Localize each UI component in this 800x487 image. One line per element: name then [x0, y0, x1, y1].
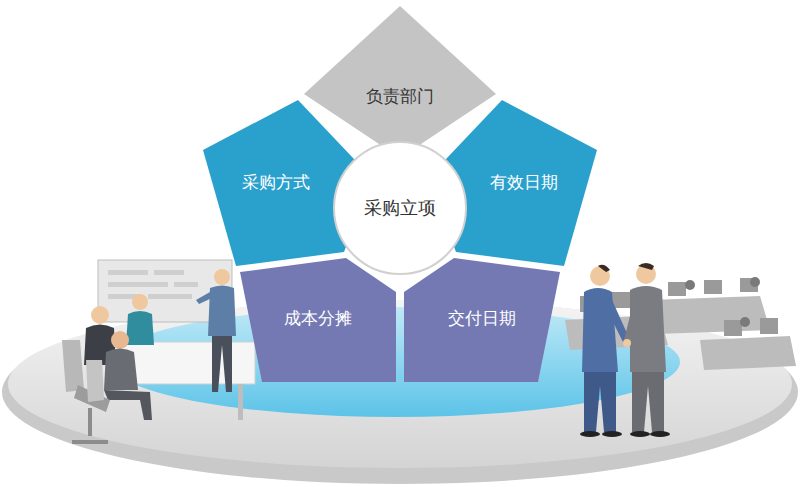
segment-fill — [304, 6, 496, 158]
segment-outline — [304, 6, 496, 158]
center-circle: 采购立项 — [332, 140, 468, 276]
purple-segment: 成本分摊 — [240, 258, 396, 382]
grey-segment: 负责部门 — [304, 6, 496, 158]
purple-segment: 交付日期 — [404, 258, 560, 382]
segment-label: 采购方式 — [242, 172, 310, 192]
segment-label: 成本分摊 — [284, 308, 352, 328]
segment-fill — [428, 100, 597, 266]
segment-label: 采购立项 — [364, 197, 436, 219]
segment-label: 交付日期 — [448, 308, 516, 328]
segment-fill — [240, 258, 396, 382]
segment-fill — [404, 258, 560, 382]
segment-label: 负责部门 — [366, 86, 434, 106]
segment-label: 有效日期 — [490, 172, 558, 192]
segment-fill — [334, 142, 466, 274]
